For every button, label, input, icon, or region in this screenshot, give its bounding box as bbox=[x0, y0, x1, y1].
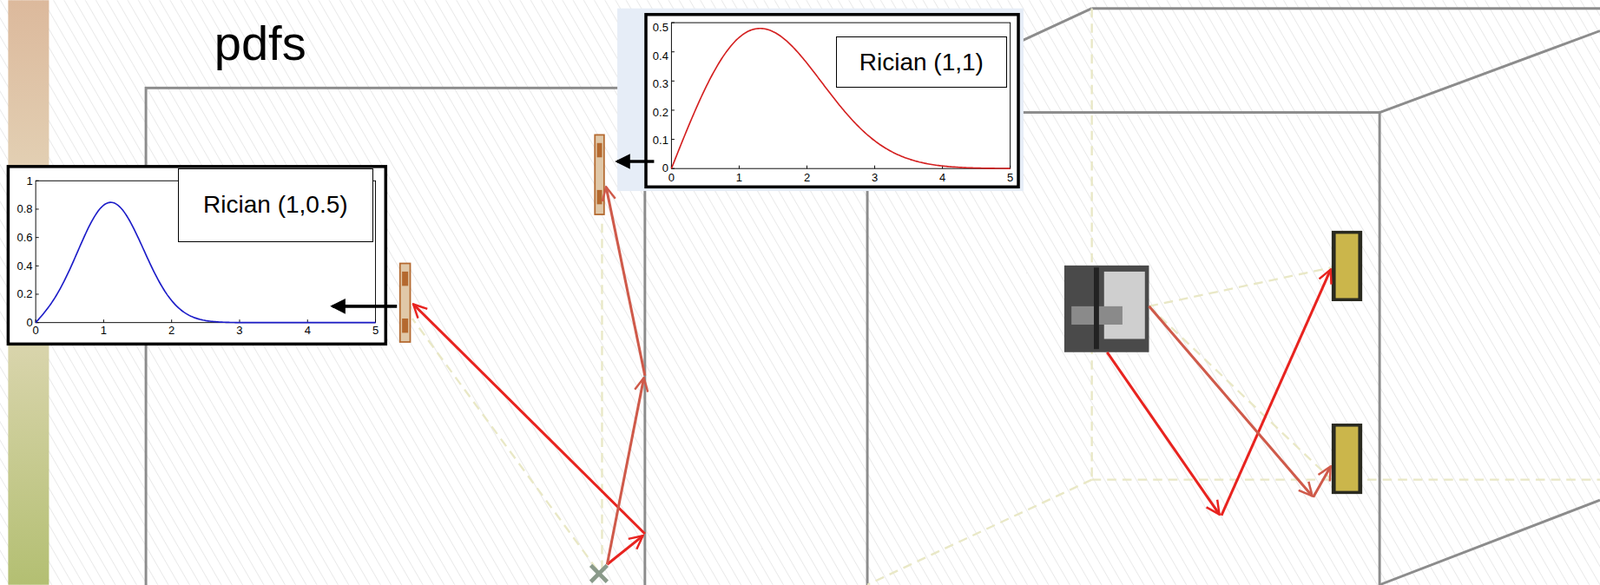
rfid-tag bbox=[400, 263, 411, 343]
axis-tick-label: 3 bbox=[871, 171, 878, 184]
plot-panel bbox=[645, 14, 1019, 188]
signal-paths bbox=[1106, 269, 1331, 516]
axis-tick-label: 1 bbox=[736, 171, 743, 184]
axis-tick-label: 0.3 bbox=[652, 78, 669, 90]
axis-tick-label: 3 bbox=[236, 324, 243, 336]
pointer-arrow bbox=[617, 159, 654, 164]
axis-ticks bbox=[35, 180, 376, 323]
axis-tick-label: 2 bbox=[803, 171, 810, 184]
axis-tick-label: 4 bbox=[304, 324, 311, 336]
legend-box: Rician (1,1) bbox=[836, 36, 1007, 88]
axis-tick-label: 5 bbox=[1007, 171, 1014, 184]
axis-tick-label: 0.2 bbox=[17, 288, 33, 300]
axis-tick-label: 1 bbox=[26, 175, 33, 187]
axis-tick-label: 0.4 bbox=[652, 50, 669, 62]
plot-axes bbox=[671, 22, 1010, 169]
back-wall bbox=[412, 8, 1600, 585]
axis-tick-label: 0.4 bbox=[17, 260, 33, 272]
pdf-curve bbox=[671, 28, 1010, 169]
axis-tick-label: 0.2 bbox=[652, 106, 669, 119]
axis-ticks bbox=[671, 22, 1010, 169]
axis-tick-label: 0.5 bbox=[652, 21, 669, 33]
reader-device bbox=[1064, 265, 1150, 353]
rfid-tag bbox=[1331, 423, 1363, 494]
axis-tick-label: 0 bbox=[32, 324, 40, 336]
signal-paths bbox=[413, 186, 646, 565]
axis-tick-label: 0 bbox=[662, 162, 669, 174]
plot-axes bbox=[35, 180, 376, 323]
rfid-tag bbox=[1331, 230, 1363, 302]
distribution-label: Rician (1,0.5) bbox=[203, 190, 349, 219]
axis-tick-label: 0 bbox=[26, 316, 33, 329]
axis-tick-label: 0 bbox=[668, 171, 675, 184]
axis-tick-label: 0.6 bbox=[17, 231, 33, 244]
axis-tick-label: 1 bbox=[100, 324, 107, 336]
axis-tick-label: 4 bbox=[939, 171, 946, 184]
plot-backdrop bbox=[617, 8, 1024, 191]
axis-tick-label: 0.8 bbox=[17, 203, 33, 215]
axis-tick-label: 0.1 bbox=[652, 134, 669, 146]
pointer-arrow bbox=[332, 304, 397, 309]
reader-mark bbox=[591, 565, 608, 582]
distribution-label: Rician (1,1) bbox=[859, 48, 984, 77]
slide-title: pdfs bbox=[214, 16, 307, 71]
rfid-tag bbox=[594, 134, 605, 215]
legend-box: Rician (1,0.5) bbox=[177, 168, 373, 243]
axis-tick-label: 2 bbox=[168, 324, 175, 336]
plot-panel bbox=[7, 166, 386, 345]
axis-tick-label: 5 bbox=[372, 324, 379, 336]
